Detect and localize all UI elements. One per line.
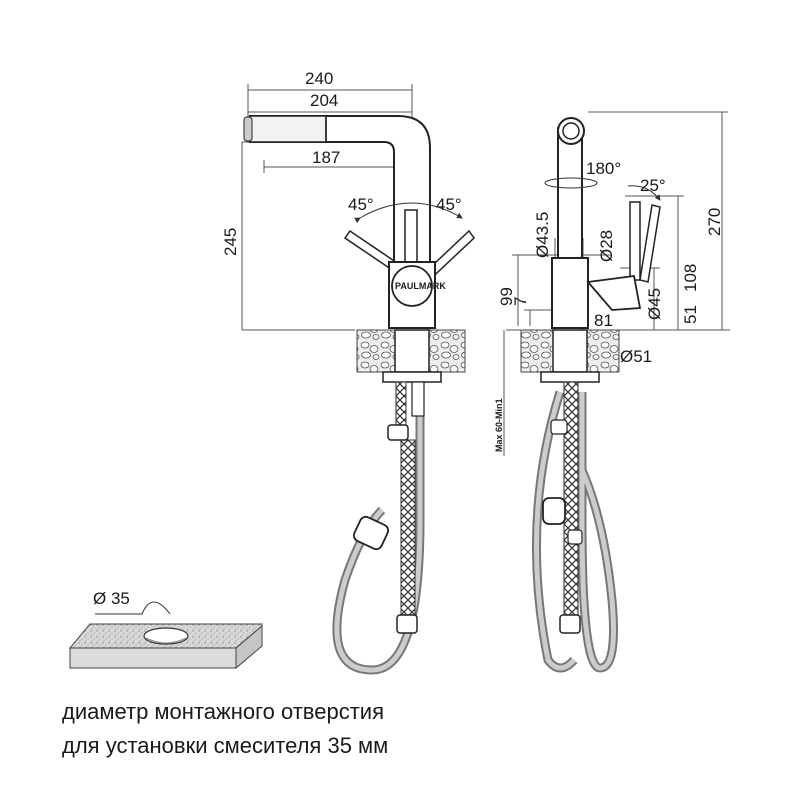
dim-187: 187 [312,148,340,167]
mounting-hole [143,627,189,645]
right-body [551,257,589,329]
dia-43-5: Ø43.5 [533,212,552,258]
mount-range: Max 60-Min1 [494,398,504,452]
left-supply-hose [400,439,416,619]
dia-28: Ø28 [597,230,616,262]
brand-logo: PAULMARK [395,281,446,291]
caption-line-2: для установки смесителя 35 мм [62,733,389,758]
right-hose-weight [542,497,566,525]
dim-51: 51 [681,305,700,324]
right-lever [629,201,641,281]
hole-diameter: Ø 35 [93,589,130,608]
dim-108: 108 [681,264,700,292]
dim-245: 245 [221,228,240,256]
spout-aerator [243,116,253,142]
slab-front [69,647,237,669]
dia-51: Ø51 [620,347,652,366]
dim-240: 240 [305,69,333,88]
right-supply-hose [563,381,579,619]
left-view: 240 204 187 245 45° 45° PAULMARK [221,69,475,675]
dia-45: Ø45 [645,288,664,320]
dim-270: 270 [705,208,724,236]
dim-204: 204 [310,91,338,110]
right-view: 180° 25° Ø43.5 Ø28 Ø45 51 108 270 99 7 8… [494,111,730,673]
angle-right: 45° [436,195,462,214]
countertop-detail: Ø 35 [68,589,263,670]
dim-81: 81 [594,311,613,330]
tilt-25: 25° [640,176,666,195]
caption-line-1: диаметр монтажного отверстия [62,699,384,724]
hose-weight [352,515,390,551]
slab-side [235,624,263,670]
dim-99: 99 [497,287,516,306]
spout-head [249,115,327,143]
right-column [557,127,583,259]
rotation-180: 180° [586,159,621,178]
angle-left: 45° [348,195,374,214]
left-body-cap [391,265,433,307]
dim-7: 7 [511,297,530,306]
